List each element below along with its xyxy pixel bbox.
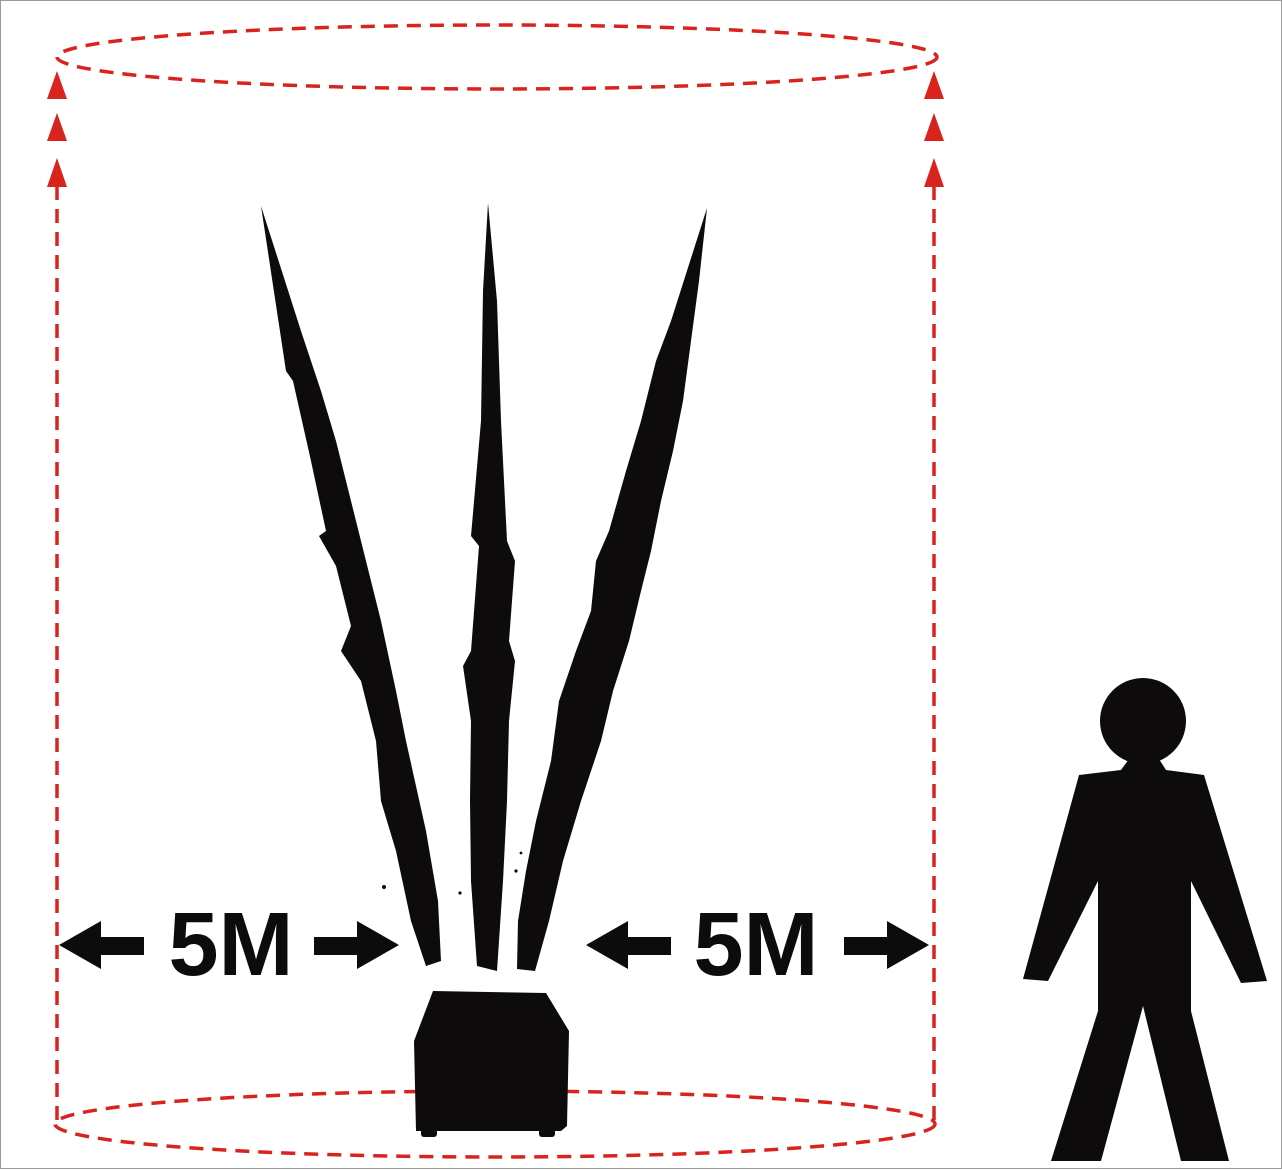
spark-jet-center — [463, 203, 515, 971]
upward-arrows-left — [47, 71, 67, 187]
spark-particle — [382, 885, 386, 889]
spark-fountain-icon — [261, 203, 707, 971]
arrow-up-icon — [924, 113, 944, 141]
device-body — [414, 991, 569, 1131]
safety-zone-top-ellipse — [57, 25, 937, 89]
device-foot-right — [539, 1127, 555, 1137]
spark-jet-right — [517, 208, 707, 971]
arrow-up-icon — [924, 71, 944, 99]
left-distance-label: 5M — [168, 895, 293, 995]
device-foot-left — [421, 1127, 437, 1137]
arrow-up-icon — [924, 158, 944, 187]
right-distance-label: 5M — [693, 895, 818, 995]
spark-machine-icon — [414, 991, 569, 1137]
person-head — [1100, 678, 1186, 764]
arrow-left-icon — [59, 921, 144, 969]
arrow-right-icon — [844, 921, 929, 969]
person-body — [1023, 759, 1267, 1161]
spark-jet-left — [261, 206, 441, 966]
arrow-right-icon — [314, 921, 399, 969]
upward-arrows-right — [924, 71, 944, 187]
person-silhouette-icon — [1023, 678, 1267, 1161]
spark-particle — [458, 891, 461, 894]
arrow-up-icon — [47, 113, 67, 141]
spark-particle — [520, 852, 523, 855]
spark-particle — [514, 869, 517, 872]
arrow-up-icon — [47, 71, 67, 99]
arrow-up-icon — [47, 158, 67, 187]
arrow-left-icon — [586, 921, 671, 969]
